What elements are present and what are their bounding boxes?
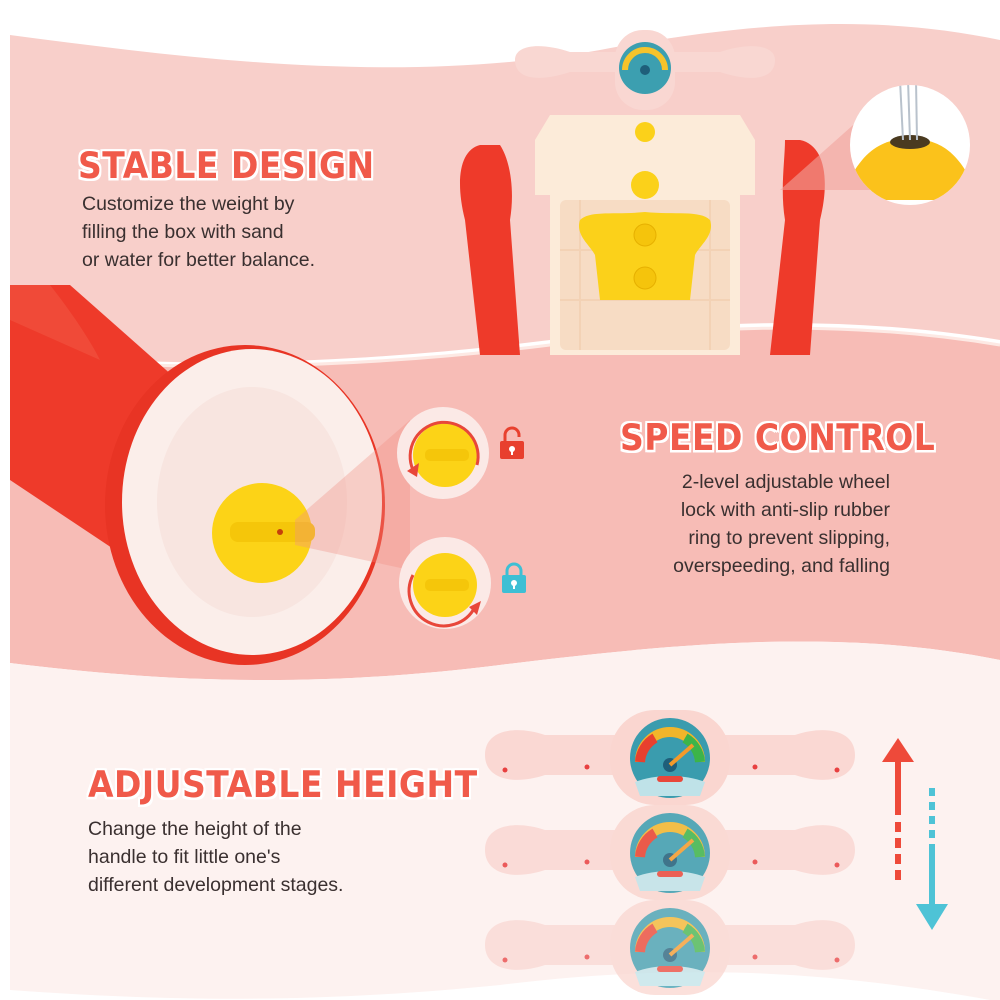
description-stable-design: Customize the weight by filling the box …: [82, 190, 315, 274]
description-line: ring to prevent slipping,: [688, 527, 890, 549]
walker-top-view-image: [460, 30, 825, 355]
arrow-up-icon: [882, 738, 914, 880]
description-speed-control: 2-level adjustable wheel lock with anti-…: [673, 468, 890, 580]
handlebar-heights-image: [475, 665, 875, 1000]
heading-speed-control: Speed Control: [620, 416, 936, 459]
description-line: or water for better balance.: [82, 249, 316, 271]
description-line: Customize the weight by: [82, 193, 295, 215]
description-line: lock with anti-slip rubber: [680, 499, 890, 521]
arrow-down-icon: [916, 788, 948, 930]
knob-unlocked-image: [397, 407, 489, 499]
heading-stable-design: Stable Design: [78, 144, 375, 187]
description-line: handle to fit little one's: [88, 846, 281, 868]
description-line: 2-level adjustable wheel: [681, 471, 890, 493]
description-line: filling the box with sand: [82, 221, 284, 243]
wheel-closeup-image: [10, 285, 410, 665]
description-adjustable-height: Change the height of the handle to fit l…: [88, 815, 343, 899]
heading-adjustable-height: Adjustable Height: [88, 763, 478, 806]
description-line: overspeeding, and falling: [673, 555, 890, 577]
fill-opening-detail-image: [780, 85, 970, 205]
unlock-icon: [500, 426, 524, 459]
description-line: Change the height of the: [88, 818, 302, 840]
description-line: different development stages.: [88, 874, 344, 896]
knob-locked-image: [399, 537, 491, 629]
lock-icon: [502, 562, 526, 593]
